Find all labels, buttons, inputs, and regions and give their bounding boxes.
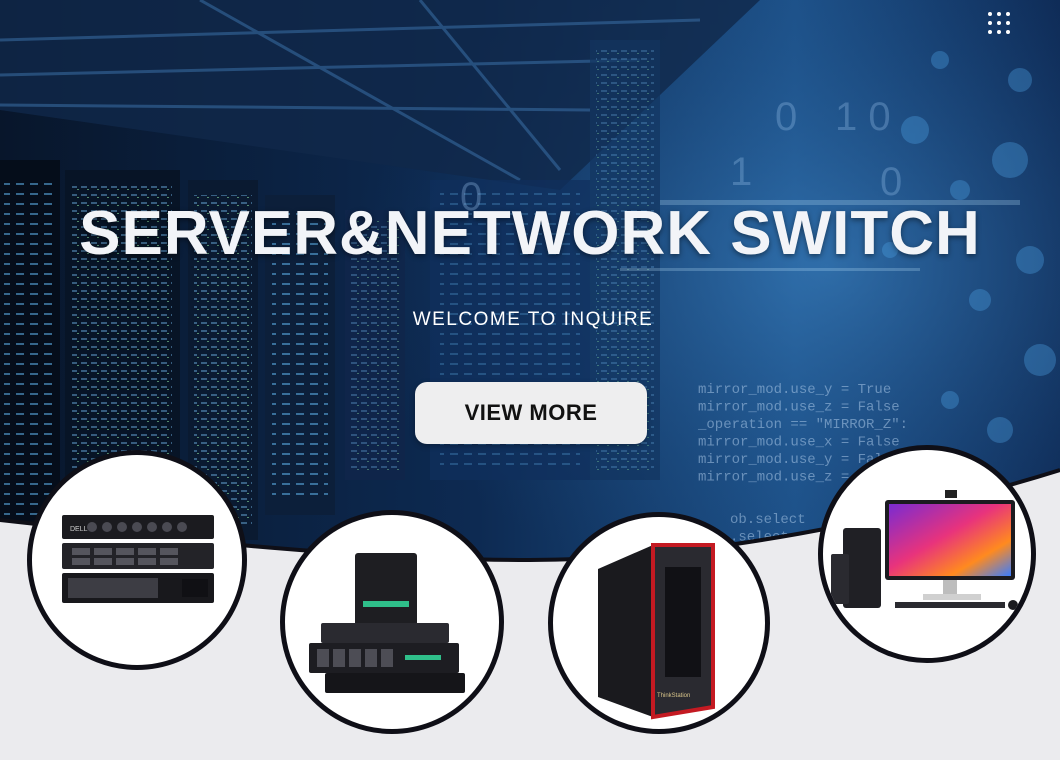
background-code-line: mirror_mod.use_x = False xyxy=(698,435,900,451)
product-rack-server[interactable]: DELL xyxy=(27,450,247,670)
background-digit: 1 0 xyxy=(835,95,891,139)
hero-title: SERVER&NETWORK SWITCH xyxy=(79,199,981,268)
rack-server-icon: DELL xyxy=(62,515,214,603)
product-desktop[interactable] xyxy=(818,445,1036,663)
svg-text:ThinkStation: ThinkStation xyxy=(657,693,690,699)
view-more-button[interactable]: VIEW MORE xyxy=(415,382,647,444)
background-code-line: mirror_mod.use_y = True xyxy=(698,382,891,398)
svg-text:DELL: DELL xyxy=(70,526,88,533)
background-code-line: mirror_mod.use_z = False xyxy=(698,400,900,416)
background-digit: 0 xyxy=(880,160,902,204)
product-workstation[interactable]: ThinkStation xyxy=(548,512,770,734)
background-code-line: mirror_mod.use_z = True xyxy=(698,470,891,486)
background-digit: 1 xyxy=(730,150,752,194)
workstation-icon: ThinkStation xyxy=(598,543,715,720)
background-code-line: _operation == "MIRROR_Z": xyxy=(697,417,908,433)
background-code-line: mirror_mod.use_y = False xyxy=(698,452,900,468)
desktop-monitor-icon xyxy=(831,490,1018,610)
tower-server-icon xyxy=(309,553,465,693)
hero-subtitle: WELCOME TO INQUIRE xyxy=(412,309,654,330)
background-code-line: ob.select xyxy=(730,512,806,528)
product-hpe-servers[interactable] xyxy=(280,510,504,734)
background-digit: 0 xyxy=(460,175,482,219)
background-digit: 0 xyxy=(775,95,797,139)
grid-dots-icon[interactable] xyxy=(988,12,1014,38)
